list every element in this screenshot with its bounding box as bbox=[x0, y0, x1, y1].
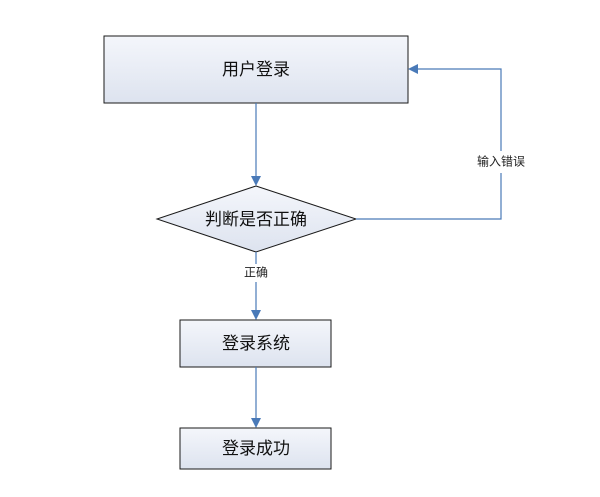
node-check-correct-label: 判断是否正确 bbox=[205, 210, 307, 230]
node-login-success: 登录成功 bbox=[179, 427, 332, 470]
node-login-success-box bbox=[179, 427, 332, 470]
arrow-check-to-system-head bbox=[251, 310, 261, 320]
node-login-success-label: 登录成功 bbox=[222, 439, 290, 459]
arrow-error-loop-line bbox=[356, 68, 502, 220]
node-user-login-box bbox=[103, 35, 409, 104]
edge-label-correct: 正确 bbox=[244, 266, 268, 280]
arrow-error-loop-head bbox=[408, 64, 418, 74]
edge-label-correct-bg bbox=[232, 264, 280, 282]
node-login-system-box bbox=[179, 319, 332, 368]
node-login-system: 登录系统 bbox=[179, 319, 332, 368]
node-check-correct: 判断是否正确 bbox=[155, 185, 358, 253]
edge-label-input-error: 输入错误 bbox=[477, 154, 525, 169]
arrow-login-to-check bbox=[251, 103, 261, 186]
arrow-login-to-check-head bbox=[251, 176, 261, 186]
node-user-login-label: 用户登录 bbox=[222, 60, 290, 80]
arrow-system-to-success-head bbox=[251, 418, 261, 428]
edge-label-input-error-bg bbox=[458, 151, 544, 173]
node-login-system-label: 登录系统 bbox=[222, 334, 290, 354]
arrow-error-loop: 输入错误 bbox=[356, 64, 544, 220]
arrow-check-to-system: 正确 bbox=[232, 252, 280, 320]
arrow-system-to-success bbox=[251, 367, 261, 428]
node-user-login: 用户登录 bbox=[103, 35, 409, 104]
